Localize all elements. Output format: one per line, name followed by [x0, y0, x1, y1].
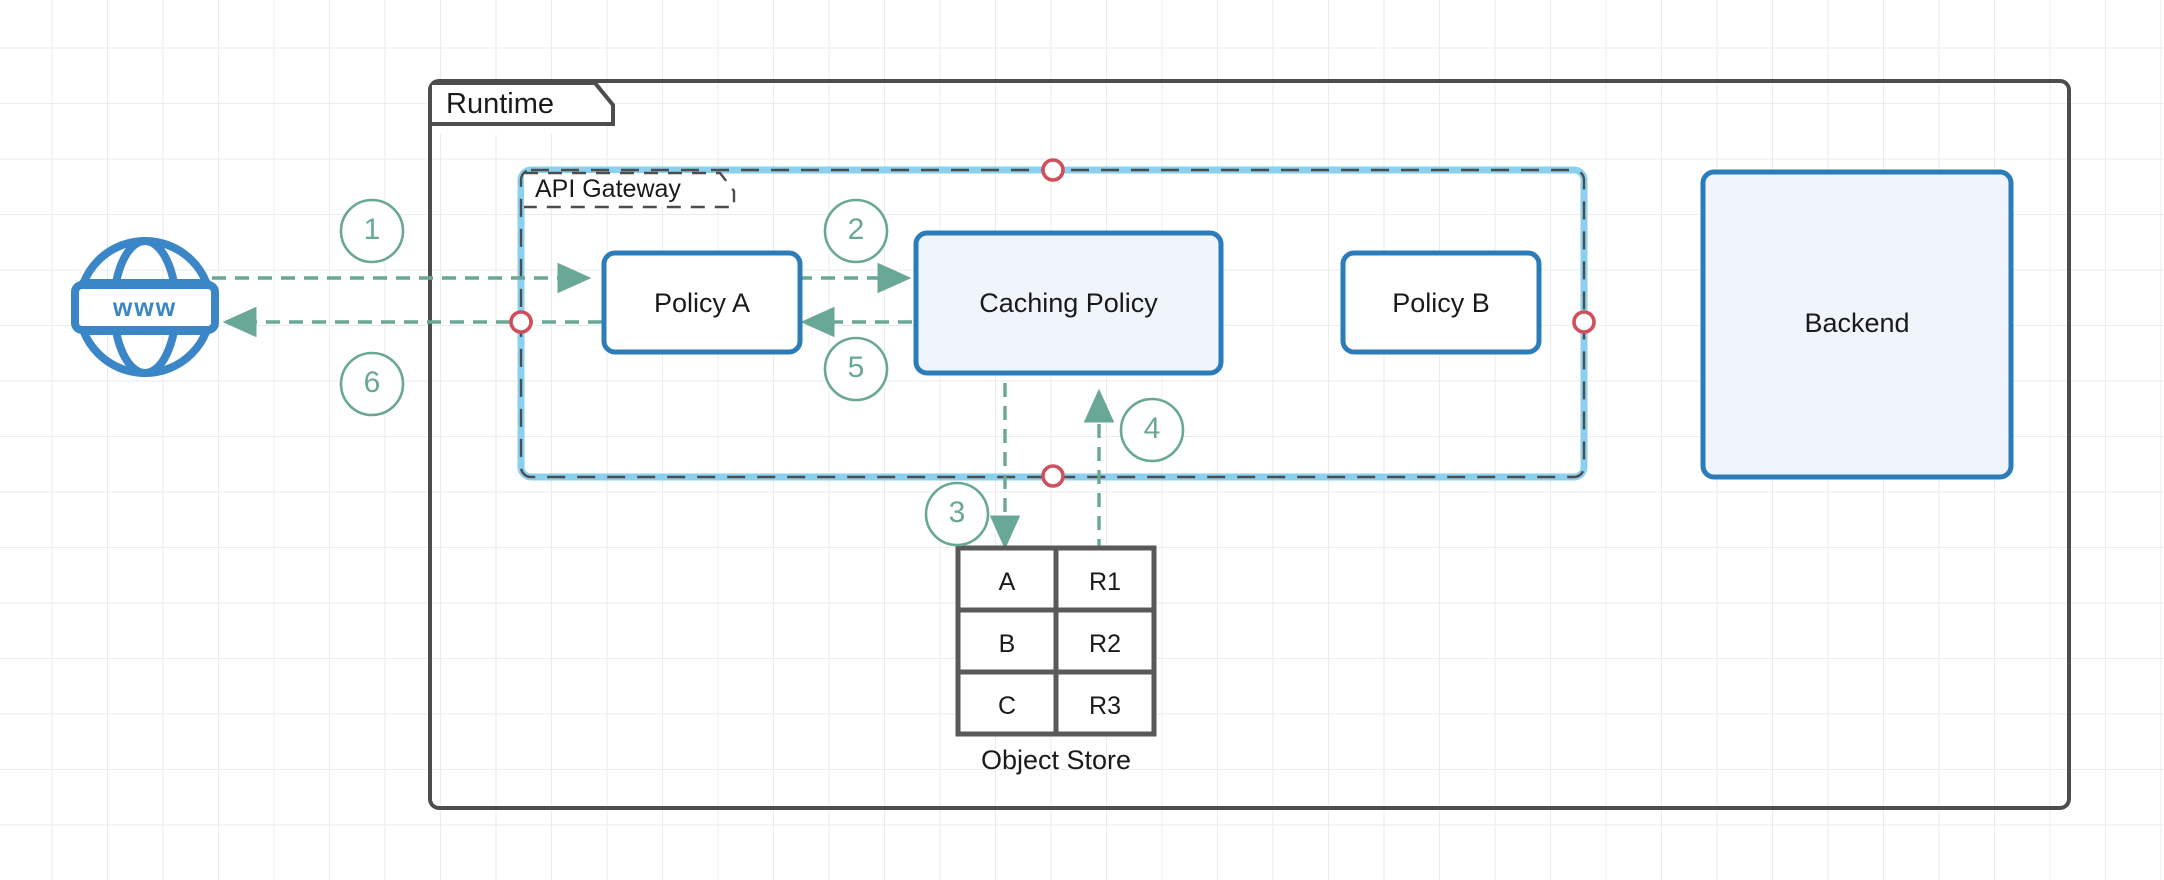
runtime-tab-shape [432, 81, 615, 126]
policy-b-box [1340, 250, 1542, 355]
gateway-port-bottom[interactable] [1041, 464, 1065, 488]
step-badge-2-circle[interactable] [823, 198, 889, 264]
runtime-border [428, 79, 2071, 810]
node-policy-b[interactable] [1340, 250, 1542, 355]
gateway-port-top[interactable] [1041, 158, 1065, 182]
step-badge-3-circle[interactable] [924, 481, 990, 547]
caching-policy-box [913, 230, 1224, 376]
globe-icon[interactable] [71, 237, 219, 377]
node-caching-policy[interactable] [913, 230, 1224, 376]
gateway-port-left[interactable] [509, 310, 533, 334]
backend-box [1700, 169, 2014, 480]
api-gateway-tab-shape [524, 171, 736, 209]
gateway-port-right[interactable] [1572, 310, 1596, 334]
node-backend[interactable] [1700, 169, 2014, 480]
step-badge-4-circle[interactable] [1119, 397, 1185, 463]
runtime-container[interactable] [428, 79, 2071, 810]
step-badge-5-circle[interactable] [823, 336, 889, 402]
object-store-table[interactable] [955, 545, 1157, 737]
policy-a-box [601, 250, 803, 355]
step-badge-6-circle[interactable] [339, 351, 405, 417]
step-badge-1-circle[interactable] [339, 198, 405, 264]
node-policy-a[interactable] [601, 250, 803, 355]
